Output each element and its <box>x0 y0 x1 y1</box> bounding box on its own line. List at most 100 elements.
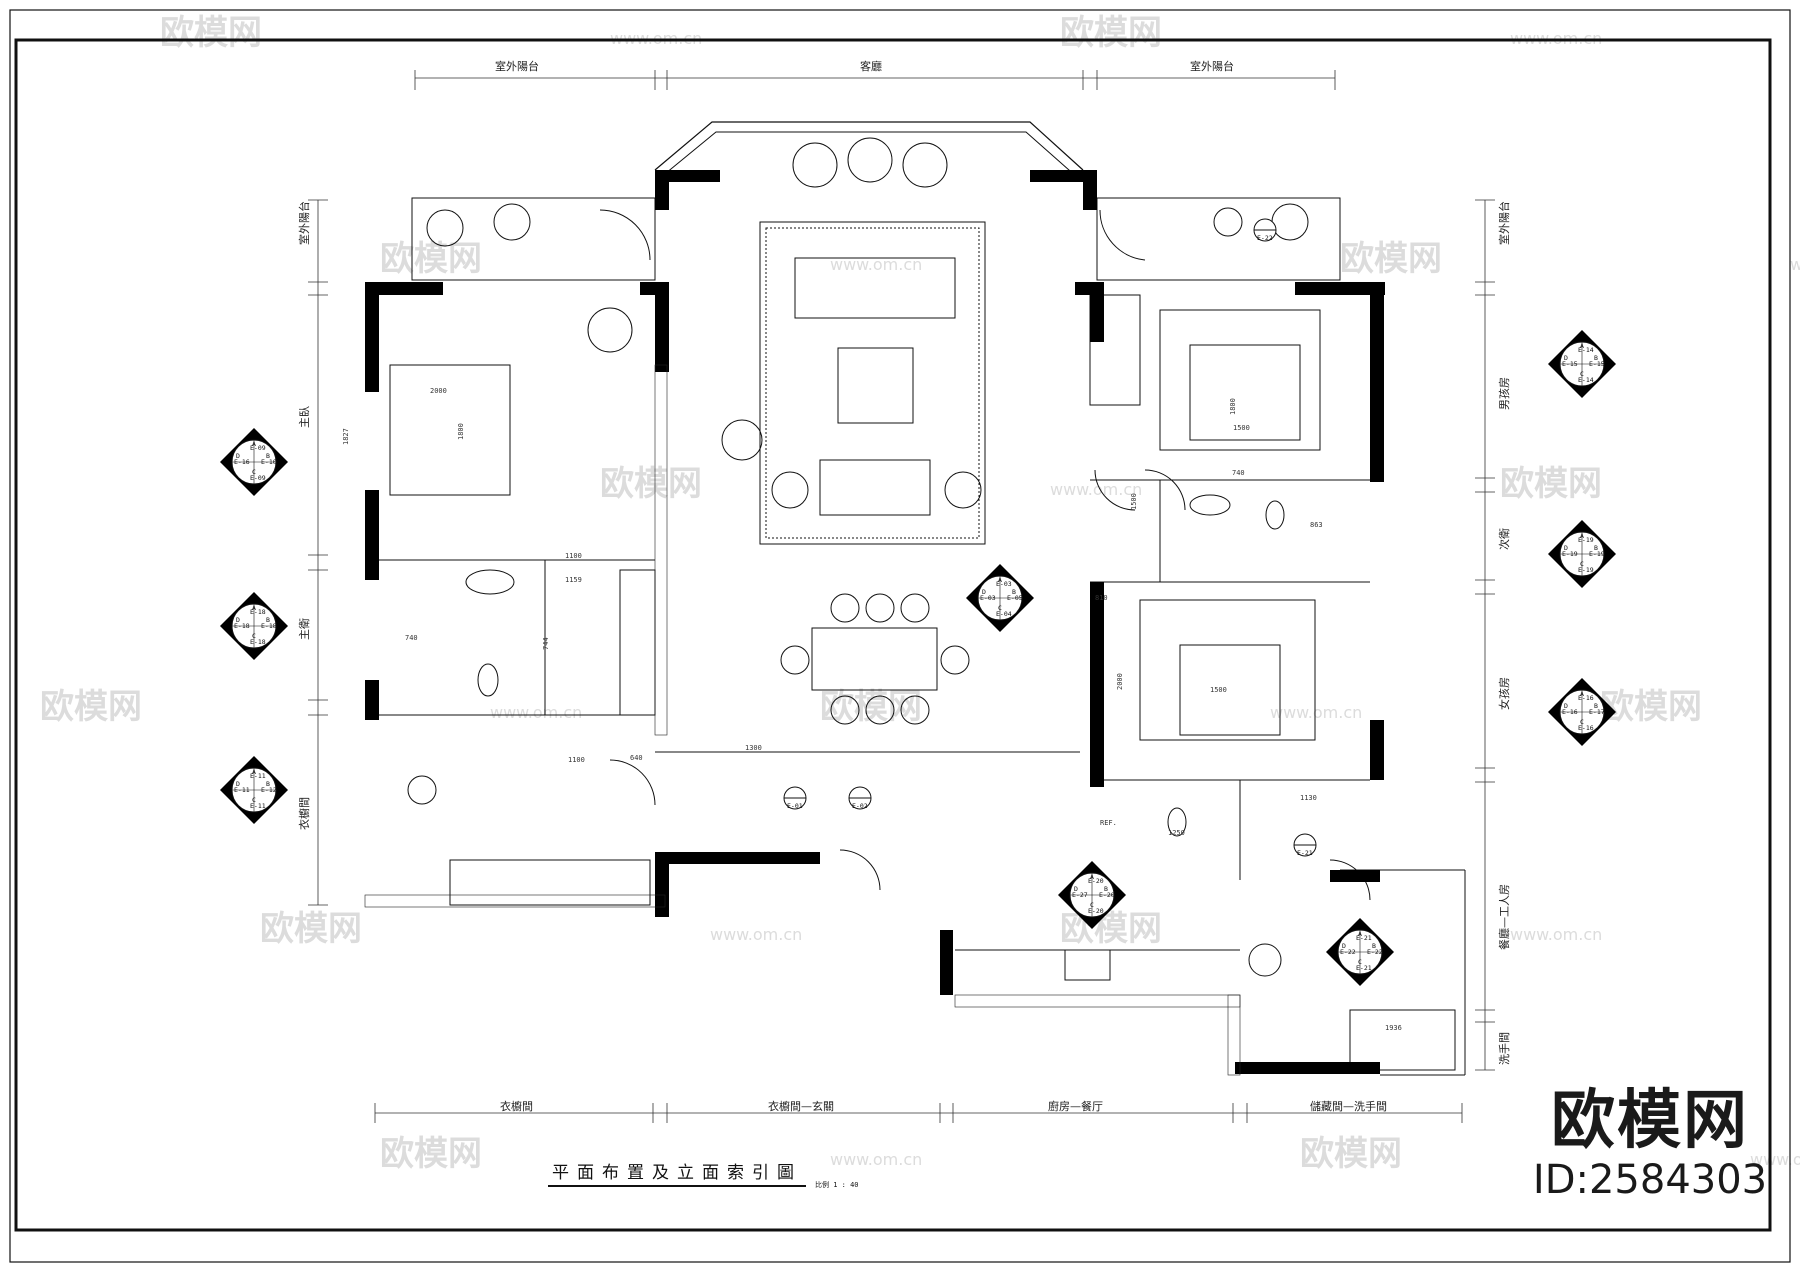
elevation-tag-label: E-11 <box>234 786 250 794</box>
elevation-tag-label: E-22 <box>1340 948 1356 956</box>
elevation-tag-letter: A <box>1580 532 1584 540</box>
hatched-walls <box>364 364 1241 1076</box>
outer-frame <box>9 9 1791 1263</box>
elevation-tag-letter: D <box>1564 702 1568 710</box>
watermark-site: www.om.cn <box>490 703 582 722</box>
watermark-brand: 欧模网 <box>380 1134 482 1174</box>
watermark-brand: 欧模网 <box>1500 464 1602 504</box>
watermark-site: www.om.cn <box>710 925 802 944</box>
watermark-brand: 欧模网 <box>40 687 142 727</box>
watermark-site: www.om.cn <box>1050 480 1142 499</box>
drawing-id: ID:2584303 <box>1532 1157 1768 1203</box>
watermark-site: www.om.cn <box>830 1150 922 1169</box>
top-label-balcony-left: 室外陽台 <box>495 59 539 73</box>
elevation-tag-letter: A <box>252 440 256 448</box>
svg-text:1100: 1100 <box>565 552 582 560</box>
right-labels: 室外陽台 男孩房 次衛 女孩房 餐廳—工人房 洗手間 <box>1497 201 1511 1065</box>
elevation-tag-label: E-14 <box>1578 376 1594 384</box>
right-label-second-bath: 次衛 <box>1497 528 1511 550</box>
elevation-tag-letter: B <box>1012 588 1016 596</box>
watermark-brand: 欧模网 <box>1060 909 1162 949</box>
svg-text:1800: 1800 <box>457 423 465 440</box>
watermark-brand: 欧模网 <box>260 909 362 949</box>
elevation-tag-letter: B <box>1372 942 1376 950</box>
elevation-tag-letter: C <box>998 604 1002 612</box>
elevation-tag-label: E-11 <box>250 772 266 780</box>
watermark-brand: 欧模网 <box>1060 13 1162 53</box>
elevation-tag-letter: C <box>252 468 256 476</box>
elevation-tag-letter: C <box>1358 958 1362 966</box>
elevation-tag-letter: C <box>1580 718 1584 726</box>
svg-text:1500: 1500 <box>1210 686 1227 694</box>
elevation-tag-label: E-22 <box>1367 948 1383 956</box>
elevation-tag-label: E-11 <box>250 802 266 810</box>
bottom-label-closet: 衣櫥間 <box>500 1099 533 1113</box>
elevation-tag-letter: B <box>266 616 270 624</box>
elevation-tag-label: E-03 <box>980 594 996 602</box>
elevation-tag-label: E-18 <box>250 638 266 646</box>
section-mark-e22: E-22 <box>1253 218 1277 242</box>
elevation-tag-letter: A <box>1358 930 1362 938</box>
elevation-tag-letter: B <box>1594 544 1598 552</box>
watermark-brand: 欧模网 <box>380 239 482 279</box>
elevation-tag-label: E-19 <box>1562 550 1578 558</box>
elevation-tag-letter: C <box>1090 901 1094 909</box>
brand-name: 欧模网 <box>1551 1084 1749 1158</box>
elevation-tag-letter: D <box>236 616 240 624</box>
svg-text:744: 744 <box>542 637 550 650</box>
elevation-tag-letter: C <box>1580 560 1584 568</box>
elevation-tag-label: E-05 <box>1007 594 1023 602</box>
elevation-tag-letter: B <box>266 780 270 788</box>
left-label-master-bedroom: 主臥 <box>298 406 311 428</box>
svg-text:740: 740 <box>1232 469 1245 477</box>
elevation-tag-letter: B <box>1594 354 1598 362</box>
dimension-values: 2000 1800 1827 1100 740 744 1159 1100 64… <box>342 387 1402 1032</box>
elevation-tag-label: E-03 <box>996 580 1012 588</box>
drawing-title: 平面布置及立面索引圖 <box>548 1158 806 1187</box>
section-mark-e02: E-02 <box>848 786 872 810</box>
elevation-tag-label: E-20 <box>1099 891 1115 899</box>
svg-text:1936: 1936 <box>1385 1024 1402 1032</box>
svg-text:810: 810 <box>1095 594 1108 602</box>
watermark-layer: 欧模网 www.om.cn 欧模网 www.om.cn 欧模网 www.om.cn 欧模网 w… <box>40 13 1800 1174</box>
elevation-tag-letter: C <box>1580 370 1584 378</box>
elevation-tag-letter: A <box>1580 342 1584 350</box>
svg-text:E-02: E-02 <box>852 802 868 810</box>
elevation-tag-label: E-27 <box>1072 891 1088 899</box>
svg-text:1827: 1827 <box>342 428 350 445</box>
elevation-tag-label: E-20 <box>1088 907 1104 915</box>
elevation-tag-letter: B <box>1104 885 1108 893</box>
watermark-brand: 欧模网 <box>160 13 262 53</box>
elevation-tag-letter: D <box>1564 544 1568 552</box>
elevation-tag-letter: B <box>266 452 270 460</box>
watermark-site: www.om.cn <box>1790 255 1800 274</box>
elevation-tag-letter: A <box>252 604 256 612</box>
svg-text:1100: 1100 <box>568 756 585 764</box>
elevation-tag-label: E-12 <box>261 786 277 794</box>
svg-text:1300: 1300 <box>745 744 762 752</box>
svg-text:2000: 2000 <box>430 387 447 395</box>
elevation-tag-letter: C <box>252 796 256 804</box>
elevation-tag-label: E-18 <box>261 622 277 630</box>
bottom-label-closet-foyer: 衣櫥間—玄關 <box>768 1099 834 1113</box>
dimension-lines <box>308 70 1495 1123</box>
svg-text:E-01: E-01 <box>787 802 803 810</box>
svg-text:863: 863 <box>1310 521 1323 529</box>
structural-walls <box>365 170 1385 1074</box>
elevation-tag-label: E-20 <box>1088 877 1104 885</box>
elevation-tag-label: E-16 <box>1578 694 1594 702</box>
bottom-label-kitchen-dining: 廚房—餐厅 <box>1048 1099 1103 1113</box>
elevation-tag-label: E-09 <box>250 474 266 482</box>
elevation-tag-label: E-16 <box>234 458 250 466</box>
watermark-site: www.om.cn <box>830 255 922 274</box>
svg-text:1130: 1130 <box>1300 794 1317 802</box>
brand-watermark-logo: 欧模网 ID:2584303 <box>1510 1085 1790 1203</box>
section-mark-e01: E-01 <box>783 786 807 810</box>
